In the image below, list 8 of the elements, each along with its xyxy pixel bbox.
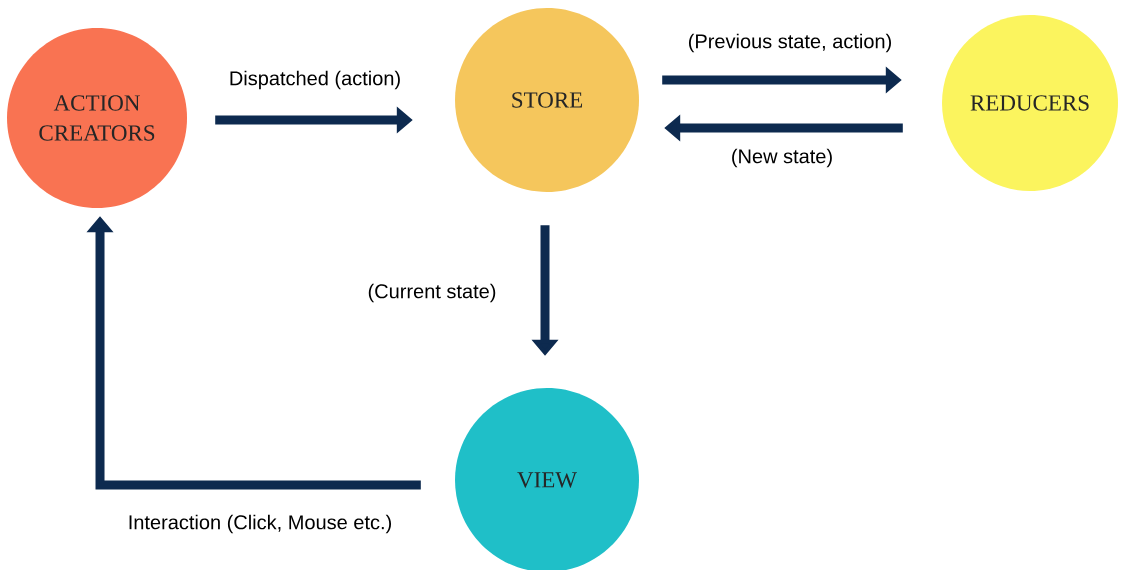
edge-label: (Previous state, action)	[685, 31, 895, 55]
edge-label: Interaction (Click, Mouse etc.)	[125, 512, 395, 536]
edge-label: (New state)	[728, 146, 836, 170]
edge-label: (Current state)	[365, 281, 499, 305]
circle-node: STORE	[455, 8, 639, 192]
circle-node: REDUCERS	[942, 15, 1118, 191]
circle-node: ACTION CREATORS	[7, 28, 187, 208]
edge-label: Dispatched (action)	[226, 68, 404, 92]
